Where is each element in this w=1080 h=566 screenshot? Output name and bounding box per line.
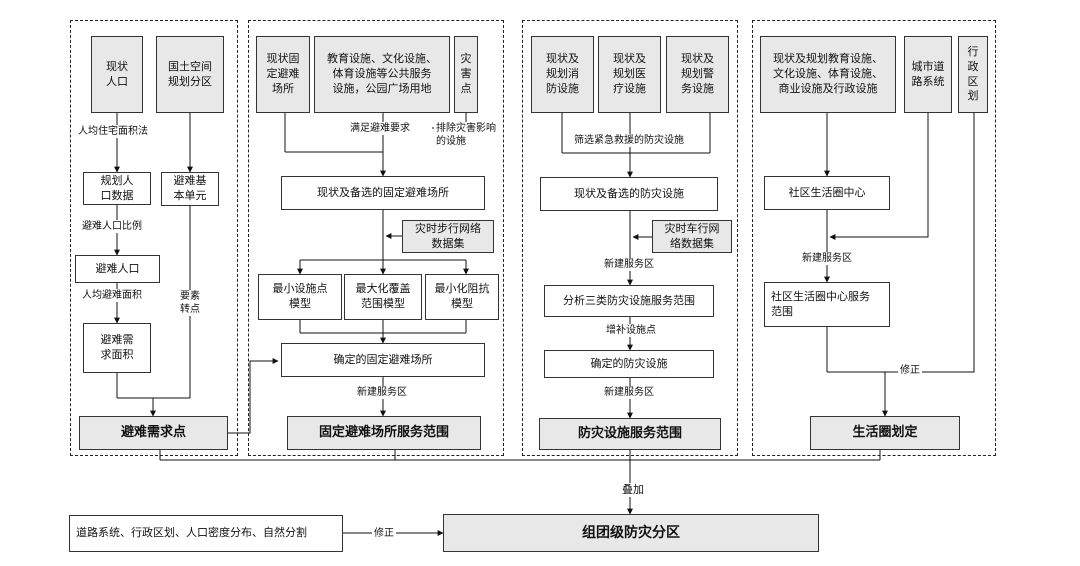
label-new-service-area: 新建服务区 xyxy=(355,386,409,399)
box-confirmed-facilities: 确定的防灾设施 xyxy=(544,350,714,378)
box-model-max-cover: 最大化覆盖 范围模型 xyxy=(344,274,422,320)
label-new-service-area-2: 新建服务区 xyxy=(602,258,656,271)
label-feature-to-point: 要素 转点 xyxy=(178,290,202,316)
panel-refuge-demand xyxy=(70,20,238,456)
box-walk-network: 灾时步行网络 数据集 xyxy=(402,220,494,253)
box-spatial-zoning: 国土空间 规划分区 xyxy=(156,36,224,113)
box-community-center: 社区生活圈中心 xyxy=(764,176,890,210)
label-revise: 修正 xyxy=(898,364,922,377)
box-correction-inputs: 道路系统、行政区划、人口密度分布、自然分割 xyxy=(69,515,343,552)
panel-fixed-shelter xyxy=(248,20,504,456)
box-refuge-population: 避难人口 xyxy=(75,255,160,283)
box-medical-facilities: 现状及 规划医 疗设施 xyxy=(598,36,661,113)
box-drive-network: 灾时车行网 络数据集 xyxy=(652,220,732,253)
box-police-facilities: 现状及 规划警 务设施 xyxy=(666,36,729,113)
box-public-facilities: 教育设施、文化设施、 体育设施等公共服务 设施，公园广场用地 xyxy=(314,36,450,113)
label-overlay: 叠加 xyxy=(620,483,646,498)
panel-disaster-facility xyxy=(522,20,738,456)
box-fire-facilities: 现状及 规划消 防设施 xyxy=(531,36,594,113)
label-new-service-area-4: 新建服务区 xyxy=(800,252,854,265)
label-new-service-area-3: 新建服务区 xyxy=(602,386,656,399)
label-filter-emergency: 筛选紧急救援的防灾设施 xyxy=(572,134,686,147)
box-fixed-shelter: 现状固 定避难 场所 xyxy=(256,36,310,113)
box-model-min-facility: 最小设施点 模型 xyxy=(258,274,342,320)
box-analysis-service-range: 分析三类防灾设施服务范围 xyxy=(544,285,714,317)
box-basic-unit: 避难基 本单元 xyxy=(161,172,219,206)
label-meet-requirements: 满足避难要求 xyxy=(348,122,412,135)
label-area-method: 人均住宅面积法 xyxy=(76,125,150,138)
box-planned-facilities: 现状及规划教育设施、 文化设施、体育设施、 商业设施及行政设施 xyxy=(760,36,896,113)
title-fixed-shelter-service: 固定避难场所服务范围 xyxy=(287,416,481,450)
box-current-population: 现状 人口 xyxy=(91,36,143,113)
label-per-capita-area: 人均避难面积 xyxy=(80,289,144,302)
box-planned-population: 规划人 口数据 xyxy=(83,172,151,205)
box-candidate-facilities: 现状及备选的防灾设施 xyxy=(540,177,718,211)
box-confirmed-shelters: 确定的固定避难场所 xyxy=(281,343,485,377)
box-hazard-points: 灾 害 点 xyxy=(454,36,478,113)
box-final-zoning: 组团级防灾分区 xyxy=(443,514,819,552)
title-living-circle: 生活圈划定 xyxy=(810,416,960,450)
panel-living-circle xyxy=(752,20,996,456)
box-demand-area: 避难需 求面积 xyxy=(83,323,151,373)
box-candidate-shelters: 现状及备选的固定避难场所 xyxy=(281,176,485,210)
box-model-min-impedance: 最小化阻抗 模型 xyxy=(425,274,499,320)
label-exclude-hazard: 排除灾害影响 的设施 xyxy=(434,122,498,148)
label-revise-bottom: 修正 xyxy=(372,527,396,540)
box-admin-division: 行 政 区 划 xyxy=(958,36,988,113)
box-road-system: 城市道 路系统 xyxy=(904,36,952,113)
box-center-service-range: 社区生活圈中心服务 范围 xyxy=(764,282,890,327)
label-add-points: 增补设施点 xyxy=(604,324,658,337)
title-refuge-demand-points: 避难需求点 xyxy=(79,416,228,450)
title-disaster-facility-service: 防灾设施服务范围 xyxy=(539,418,721,450)
label-refuge-ratio: 避难人口比例 xyxy=(80,220,144,233)
